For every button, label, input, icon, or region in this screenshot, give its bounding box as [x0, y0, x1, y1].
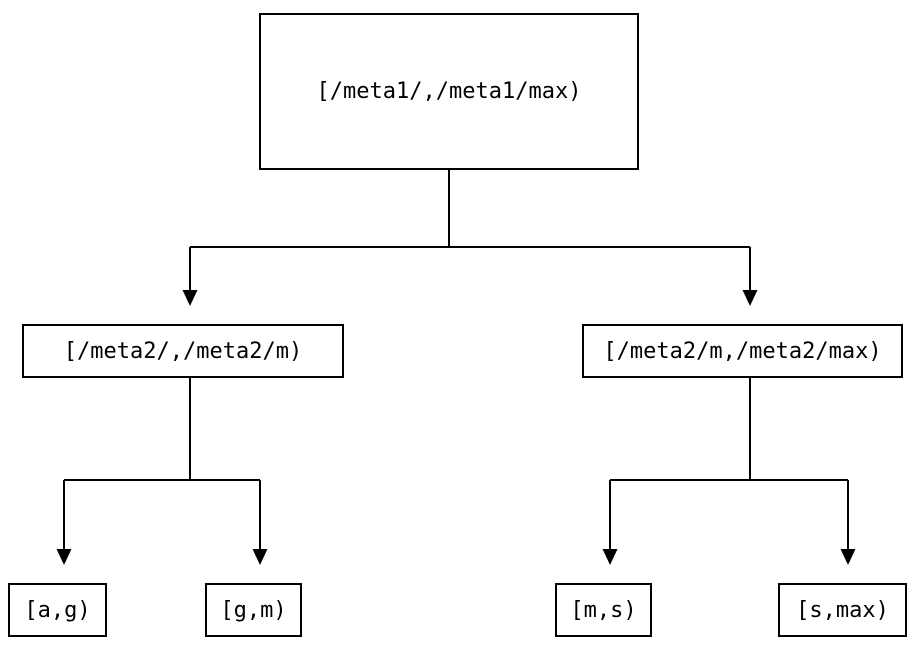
arrowhead-icon: [840, 549, 856, 565]
tree-node-leaf-smax: [s,max): [778, 583, 907, 637]
connector-right-to-leaves: [609, 378, 849, 549]
tree-node-label: [/meta2/,/meta2/m): [63, 338, 303, 364]
tree-node-label: [/meta2/m,/meta2/max): [603, 338, 882, 364]
tree-node-leaf-ms: [m,s): [555, 583, 652, 637]
tree-node-label: [/meta1/,/meta1/max): [316, 79, 582, 104]
tree-node-root: [/meta1/,/meta1/max): [259, 13, 639, 170]
connector-root-to-children: [189, 170, 751, 290]
connector-left-to-leaves: [63, 378, 261, 549]
tree-node-label: [s,max): [796, 597, 889, 623]
arrowhead-icon: [602, 549, 618, 565]
arrowhead-icon: [742, 290, 758, 306]
arrowhead-icon: [252, 549, 268, 565]
tree-node-leaf-ag: [a,g): [8, 583, 107, 637]
tree-node-label: [a,g): [24, 597, 91, 623]
tree-node-right-child: [/meta2/m,/meta2/max): [582, 324, 903, 378]
arrowhead-icon: [182, 290, 198, 306]
tree-node-label: [m,s): [570, 597, 637, 623]
arrowhead-icon: [56, 549, 72, 565]
tree-node-left-child: [/meta2/,/meta2/m): [22, 324, 344, 378]
tree-node-leaf-gm: [g,m): [205, 583, 302, 637]
tree-node-label: [g,m): [220, 597, 287, 623]
